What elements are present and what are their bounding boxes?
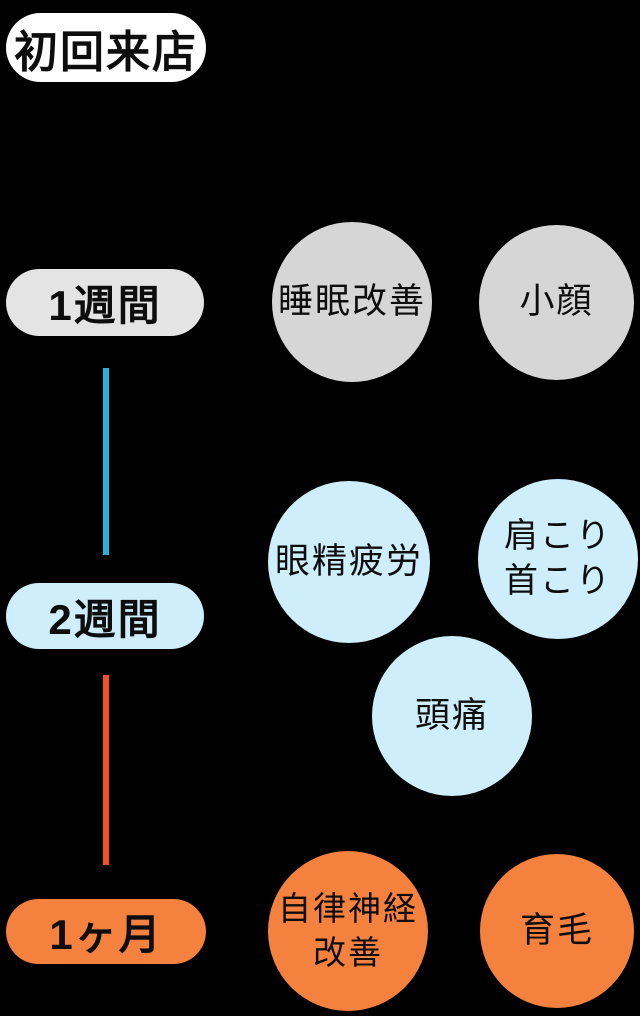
stage-pill-month1: 1ヶ月 xyxy=(6,899,206,964)
stage-pill-week1: 1週間 xyxy=(6,269,204,336)
stage-pill-week2: 2週間 xyxy=(6,583,204,649)
effect-circle-eye-strain: 眼精疲労 xyxy=(268,481,430,643)
effect-circle-headache: 頭痛 xyxy=(372,636,532,796)
effect-label-line1: 自律神経 xyxy=(278,890,418,928)
effect-circle-sleep-improvement: 睡眠改善 xyxy=(272,222,432,382)
timeline-connector-week2-month1 xyxy=(103,675,109,865)
effect-circle-shoulder-neck-stiffness: 肩こり 首こり xyxy=(478,479,638,639)
effect-circle-autonomic-nerve-improvement: 自律神経 改善 xyxy=(268,851,428,1011)
effect-label-line2: 首こり xyxy=(504,562,612,600)
first-visit-pill: 初回来店 xyxy=(6,13,206,82)
effect-label: 眼精疲労 xyxy=(274,541,423,581)
timeline-connector-week1-week2 xyxy=(103,368,109,555)
effect-label: 小顔 xyxy=(519,282,594,322)
effect-label-line1: 肩こり xyxy=(504,517,612,556)
effect-label: 育毛 xyxy=(519,910,594,950)
effect-label: 睡眠改善 xyxy=(277,281,426,321)
effect-label: 頭痛 xyxy=(414,695,489,735)
effect-label-line2: 改善 xyxy=(313,934,383,971)
effect-circle-small-face: 小顔 xyxy=(479,225,634,380)
effect-circle-hair-growth: 育毛 xyxy=(480,854,634,1008)
